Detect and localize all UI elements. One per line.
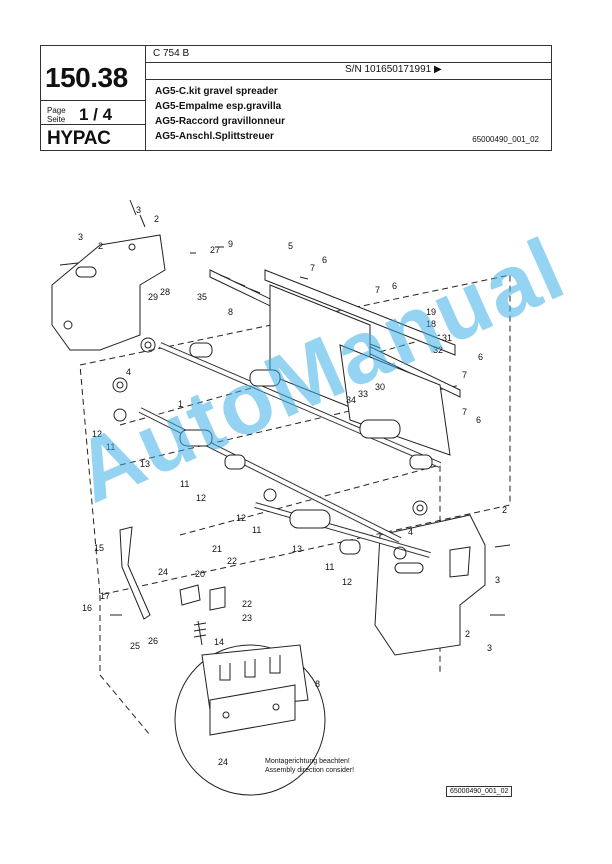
serial-number: S/N 101650171991 ▶: [345, 64, 442, 75]
lever-arm: [119, 526, 151, 620]
svg-text:18: 18: [426, 319, 436, 329]
title-en: AG5-C.kit gravel spreader: [155, 86, 278, 97]
svg-text:16: 16: [82, 603, 92, 613]
svg-text:24: 24: [158, 567, 168, 577]
svg-text:6: 6: [392, 281, 397, 291]
svg-text:6: 6: [478, 352, 483, 362]
svg-text:12: 12: [92, 429, 102, 439]
svg-text:2: 2: [465, 629, 470, 639]
svg-text:21: 21: [212, 544, 222, 554]
title-es: AG5-Empalme esp.gravilla: [155, 101, 282, 112]
svg-text:20: 20: [195, 569, 205, 579]
serial-row: S/N 101650171991 ▶: [145, 62, 551, 80]
svg-text:25: 25: [130, 641, 140, 651]
left-side-plate: [51, 234, 166, 351]
svg-text:23: 23: [242, 613, 252, 623]
svg-text:3: 3: [136, 205, 141, 215]
svg-text:1: 1: [178, 399, 183, 409]
svg-text:2: 2: [154, 214, 159, 224]
svg-text:4: 4: [126, 367, 131, 377]
page-number: 150.38: [45, 62, 128, 93]
svg-text:7: 7: [462, 407, 467, 417]
svg-text:7: 7: [375, 285, 380, 295]
svg-text:32: 32: [433, 345, 443, 355]
assembly-note-en: Assembly direction consider!: [265, 767, 354, 774]
svg-text:35: 35: [197, 292, 207, 302]
svg-text:2: 2: [98, 241, 103, 251]
doc-reference: 65000490_001_02: [472, 135, 539, 144]
svg-text:22: 22: [227, 556, 237, 566]
svg-text:3: 3: [487, 643, 492, 653]
svg-text:30: 30: [375, 382, 385, 392]
detail-rack-callout: 8: [315, 679, 320, 689]
divider: [41, 124, 145, 125]
svg-text:3: 3: [495, 575, 500, 585]
title-fr: AG5-Raccord gravillonneur: [155, 116, 286, 127]
part-titles: AG5-C.kit gravel spreader AG5-Empalme es…: [155, 84, 285, 144]
bracket-bar: [264, 269, 456, 356]
svg-text:27: 27: [210, 245, 220, 255]
svg-text:4: 4: [408, 527, 413, 537]
model-name: C 754 B: [153, 48, 190, 59]
svg-text:12: 12: [196, 493, 206, 503]
brand-logo: HYPAC: [47, 128, 111, 149]
svg-text:14: 14: [214, 637, 224, 647]
svg-text:26: 26: [148, 636, 158, 646]
svg-text:22: 22: [242, 599, 252, 609]
assembly-outline: [79, 274, 511, 596]
footer-reference: 65000490_001_02: [446, 786, 513, 797]
svg-text:13: 13: [292, 544, 302, 554]
svg-text:6: 6: [476, 415, 481, 425]
svg-text:17: 17: [100, 591, 110, 601]
svg-text:33: 33: [358, 389, 368, 399]
svg-text:8: 8: [228, 307, 233, 317]
svg-text:11: 11: [325, 562, 334, 572]
detail-circle: [174, 644, 326, 796]
svg-text:31: 31: [442, 333, 452, 343]
svg-text:13: 13: [140, 459, 150, 469]
detail-block-callout: 24: [218, 757, 228, 767]
svg-text:2: 2: [502, 505, 507, 515]
page-value: 1 / 4: [79, 105, 113, 124]
svg-text:3: 3: [78, 232, 83, 242]
divider: [41, 100, 145, 101]
model-row: C 754 B: [145, 46, 551, 63]
detail-block: [209, 684, 296, 736]
title-de: AG5-Anschl.Splittstreuer: [155, 131, 274, 142]
svg-text:11: 11: [252, 525, 261, 535]
svg-text:28: 28: [160, 287, 170, 297]
svg-text:11: 11: [180, 479, 189, 489]
svg-text:19: 19: [426, 307, 436, 317]
assembly-note-de: Montagerichtung beachten!: [265, 758, 350, 765]
svg-text:11: 11: [106, 442, 115, 452]
svg-text:5: 5: [288, 241, 293, 251]
svg-text:34: 34: [346, 395, 356, 405]
svg-text:12: 12: [342, 577, 352, 587]
svg-text:6: 6: [322, 255, 327, 265]
svg-text:7: 7: [462, 370, 467, 380]
svg-text:7: 7: [310, 263, 315, 273]
svg-text:9: 9: [228, 239, 233, 249]
svg-text:12: 12: [236, 513, 246, 523]
svg-text:29: 29: [148, 292, 158, 302]
svg-text:15: 15: [94, 543, 104, 553]
